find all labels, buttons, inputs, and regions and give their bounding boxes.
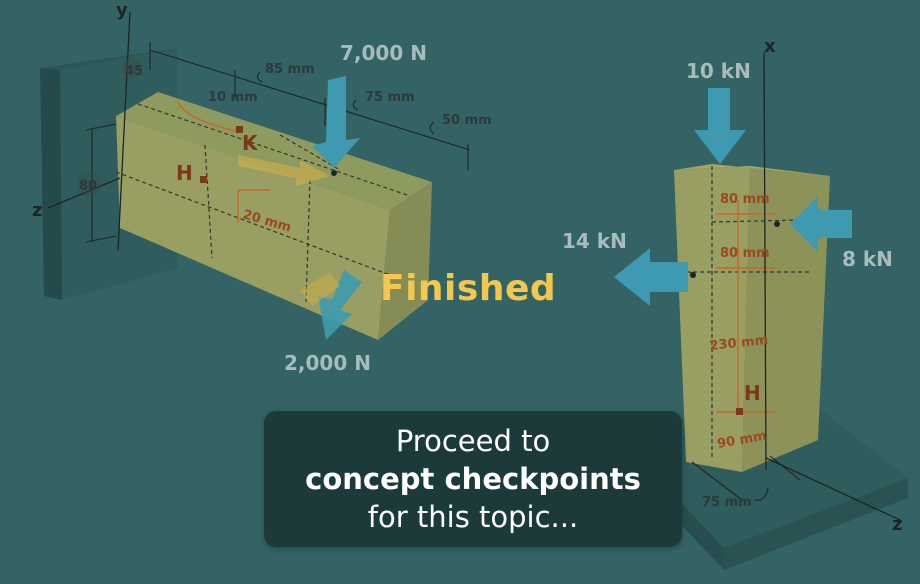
dim-45: 45 [125, 64, 143, 79]
proceed-line-2: concept checkpoints [305, 462, 641, 496]
left-yellow-arrow [238, 155, 330, 186]
left-arrow-7000 [312, 76, 360, 168]
right-column-front [674, 166, 750, 472]
left-block-front [116, 116, 390, 340]
right-arrow-14kn [614, 248, 688, 306]
proceed-to-checkpoints-button[interactable]: Proceed to concept checkpoints for this … [264, 411, 682, 547]
force-7000n: 7,000 N [340, 41, 427, 65]
right-base-front [724, 478, 908, 570]
left-figure: y z 45 80 85 mm 75 mm 50 mm 10 mm 20 mm … [32, 0, 492, 375]
right-z-axis-label: z [892, 514, 902, 535]
left-z-axis-label: z [32, 200, 42, 221]
dim-75mm: 75 mm [365, 90, 415, 105]
finished-status: Finished [380, 268, 557, 309]
right-column-top [674, 164, 830, 176]
left-y-axis-label: y [116, 0, 128, 21]
dim-230mm: 230 mm [709, 333, 769, 354]
force-14kn: 14 kN [562, 229, 627, 253]
dim-80mm-a: 80 mm [720, 192, 770, 207]
dim-80mm-b: 80 mm [720, 246, 770, 261]
left-block-top [116, 92, 432, 210]
force-10kn: 10 kN [686, 59, 751, 83]
left-wall-side [40, 68, 62, 300]
left-block-end [378, 182, 432, 340]
proceed-line-3: for this topic... [367, 500, 579, 534]
dim-80: 80 [79, 179, 97, 194]
point-h-right: H [744, 381, 761, 405]
dim-75mm-right: 75 mm [702, 495, 752, 510]
force-2000n: 2,000 N [284, 351, 371, 375]
right-x-axis-label: x [764, 36, 776, 57]
force-8kn: 8 kN [842, 247, 893, 271]
right-arrow-10kn [694, 88, 746, 164]
proceed-line-1: Proceed to [395, 424, 551, 458]
point-h-left: H [176, 161, 193, 185]
right-column-side [742, 166, 830, 472]
left-arrow-2000 [318, 270, 362, 340]
right-arrow-8kn [790, 196, 852, 252]
dim-85mm: 85 mm [265, 62, 315, 77]
dim-50mm: 50 mm [442, 113, 492, 128]
right-figure: x z 10 kN 8 kN 14 kN 80 mm 80 mm 230 mm … [562, 36, 908, 570]
dim-10mm: 10 mm [208, 90, 258, 105]
point-k: K [242, 131, 259, 155]
